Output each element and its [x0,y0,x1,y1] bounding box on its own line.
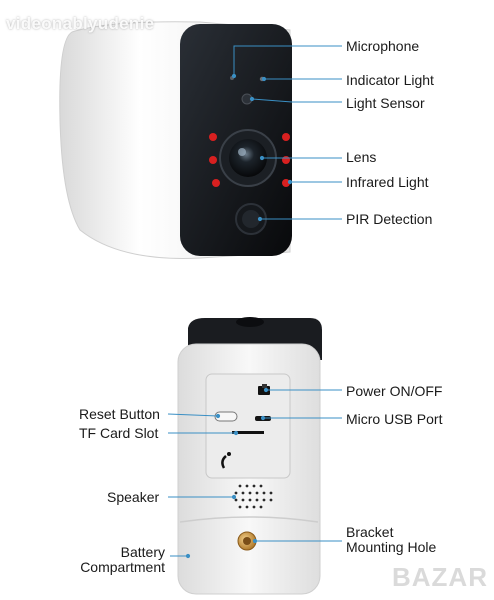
reset-button-icon [214,411,238,422]
speaker-grille-icon [234,484,273,509]
battery-compartment-seam [179,516,319,523]
back-callout-lines [167,387,342,559]
label-power-switch: Power ON/OFF [346,383,443,399]
top-callout-lines [231,45,342,222]
label-infrared-light: Infrared Light [346,174,429,190]
control-panel [205,373,291,479]
label-indicator-light: Indicator Light [346,72,434,88]
label-battery-line2: Compartment [80,559,165,575]
camera-back [177,317,322,595]
label-bracket-line2: Mounting Hole [346,539,437,555]
label-reset-button: Reset Button [79,406,160,422]
camera-front [59,21,292,259]
label-lens: Lens [346,149,377,165]
label-bracket-line1: Bracket [346,524,394,540]
tf-slot-icon [232,431,264,434]
label-battery-line1: Battery [120,544,165,560]
label-microphone: Microphone [346,38,420,54]
label-light-sensor: Light Sensor [346,95,425,111]
label-tf-card-slot: TF Card Slot [79,425,159,441]
watermark-text: videonablyudenie [6,14,155,33]
label-speaker: Speaker [107,489,160,505]
label-pir-detection: PIR Detection [346,211,433,227]
label-micro-usb: Micro USB Port [346,411,443,427]
brand-watermark: BAZAR [392,562,488,592]
